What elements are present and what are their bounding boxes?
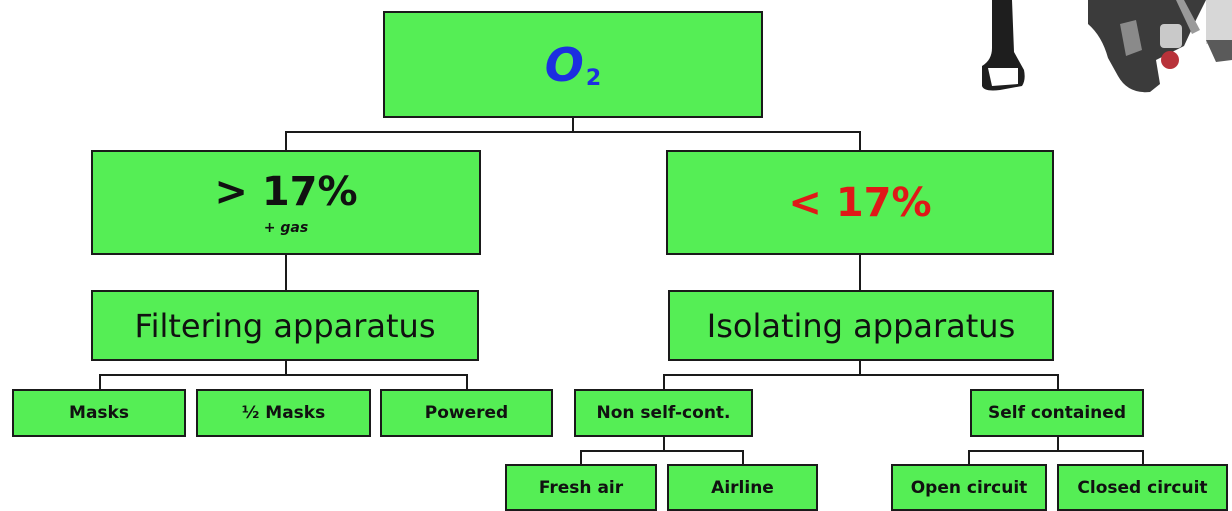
node-above-17-label: > 17% (214, 168, 358, 215)
node-non-self-contained-label: Non self-cont. (596, 403, 731, 423)
node-filtering-apparatus: Filtering apparatus (91, 290, 479, 361)
connector (285, 361, 287, 375)
connector (968, 450, 1143, 452)
connector (285, 131, 860, 133)
connector (663, 437, 665, 451)
connector (968, 450, 970, 464)
leaf-powered: Powered (380, 389, 553, 437)
node-above-17: > 17% + gas (91, 150, 481, 255)
connector (1057, 374, 1059, 389)
connector (663, 374, 665, 389)
leaf-masks-label: Masks (69, 403, 129, 423)
leaf-half-masks: ½ Masks (196, 389, 371, 437)
connector (663, 374, 1058, 376)
connector (466, 374, 468, 389)
connector (859, 255, 861, 290)
leaf-half-masks-label: ½ Masks (241, 403, 326, 423)
leaf-masks: Masks (12, 389, 186, 437)
node-self-contained-label: Self contained (987, 403, 1126, 423)
connector (285, 255, 287, 290)
connector (285, 131, 287, 150)
leaf-closed-circuit: Closed circuit (1057, 464, 1228, 511)
leaf-open-circuit-label: Open circuit (910, 477, 1028, 498)
connector (99, 374, 467, 376)
breathing-apparatus-image (982, 0, 1232, 93)
o2-symbol: O (544, 37, 584, 92)
leaf-fresh-air: Fresh air (505, 464, 657, 511)
leaf-airline: Airline (667, 464, 818, 511)
node-self-contained: Self contained (970, 389, 1144, 437)
leaf-open-circuit: Open circuit (891, 464, 1047, 511)
connector (580, 450, 582, 464)
node-above-17-note: + gas (263, 219, 309, 236)
leaf-airline-label: Airline (711, 477, 774, 498)
connector (572, 118, 574, 132)
node-isolating-apparatus: Isolating apparatus (668, 290, 1054, 361)
connector (1142, 450, 1144, 464)
o2-subscript: 2 (585, 66, 602, 91)
connector (742, 450, 744, 464)
node-below-17-label: < 17% (788, 179, 932, 226)
leaf-powered-label: Powered (424, 403, 509, 423)
connector (1057, 437, 1059, 451)
node-below-17: < 17% (666, 150, 1054, 255)
connector (859, 131, 861, 150)
node-isolating-apparatus-label: Isolating apparatus (706, 306, 1016, 345)
connector (859, 361, 861, 375)
node-non-self-contained: Non self-cont. (574, 389, 753, 437)
leaf-fresh-air-label: Fresh air (538, 477, 624, 498)
leaf-closed-circuit-label: Closed circuit (1077, 477, 1208, 498)
connector (99, 374, 101, 389)
connector (580, 450, 743, 452)
node-filtering-apparatus-label: Filtering apparatus (134, 306, 436, 345)
